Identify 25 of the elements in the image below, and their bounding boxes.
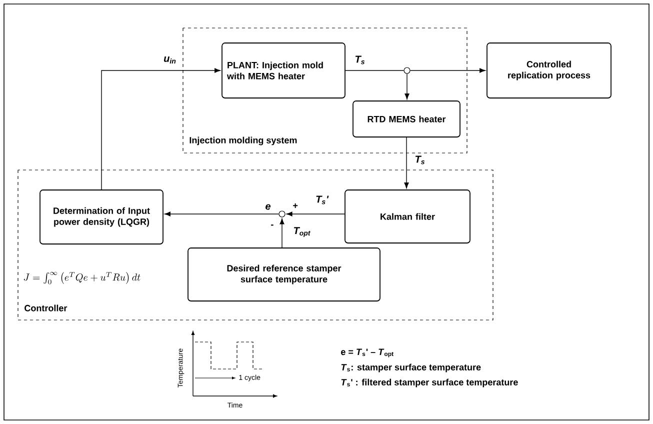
arrow: [280, 218, 284, 248]
process-box: RTD MEMS heater: [352, 100, 460, 138]
edge-label: T$_{s}$': [314, 194, 330, 206]
edge-label: T$_{opt}$: [292, 226, 312, 238]
sign: -: [271, 224, 274, 226]
process-box: Determination of Input power density (LQGR): [40, 190, 164, 244]
sign: +: [293, 203, 298, 208]
definition: T$_{s}$' : filtered stamper surface temperature: [341, 378, 518, 388]
arrow: [410, 68, 486, 73]
edge-label: e: [264, 203, 272, 211]
arrow: [404, 73, 410, 100]
process-box: PLANT: Injection mold with MEMS heater: [222, 42, 346, 98]
process-box: Desired reference stamper surface temperature: [188, 248, 380, 302]
arrow: [164, 212, 280, 216]
edge-label: T$_{s}$: [354, 54, 366, 66]
arrow: [101, 68, 220, 190]
edge-label: u$_{in}$: [162, 56, 178, 64]
definition: T$_{s}$: stamper surface temperature: [341, 364, 481, 372]
cost-formula: $J = \int_0^{\infty} \left( e^T Q e + u^T R u \right) dt$: [24, 272, 140, 284]
definition: e = T$_{s}$' – T$_{opt}$: [341, 348, 394, 358]
edge-label: T$_{s}$: [414, 154, 426, 166]
arrow: [286, 212, 345, 216]
arrow: [404, 137, 409, 188]
process-box: Kalman filter: [344, 190, 470, 244]
process-box: Controlled replication process: [486, 42, 612, 98]
